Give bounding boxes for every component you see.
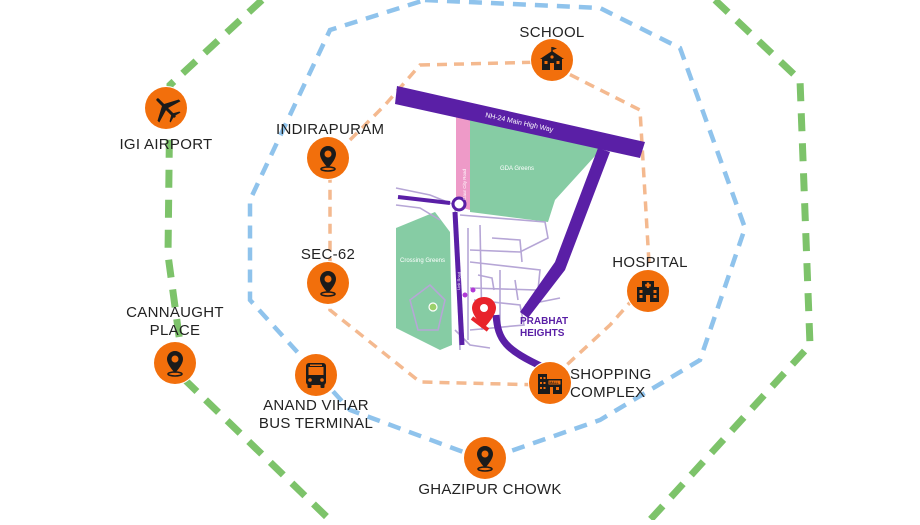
gda-greens-area — [470, 118, 605, 222]
crossing-greens-area — [396, 212, 452, 350]
green-spot — [428, 302, 438, 312]
crossing-republik-main-road — [520, 148, 610, 318]
outer-distance-ring-right — [647, 0, 814, 523]
gda-greens-label: GDA Greens — [500, 166, 534, 172]
project-name-line1: PRABHAT — [520, 316, 568, 327]
school-label: SCHOOL — [519, 24, 585, 41]
svg-text:MALL: MALL — [549, 381, 558, 385]
mall-icon: MALL — [529, 362, 571, 404]
lower-main-road — [492, 314, 547, 372]
shopping-complex-label: SHOPPING COMPLEX — [570, 366, 652, 401]
pink-road-label: Gaur City Road — [462, 168, 467, 200]
link-road — [452, 211, 465, 346]
roundabout — [451, 196, 467, 212]
anand-vihar-label: ANAND VIHAR BUS TERMINAL — [258, 397, 374, 432]
nh24-highway — [395, 86, 645, 158]
school-icon — [531, 39, 573, 81]
location-pin-icon — [307, 262, 349, 304]
project-name-line2: HEIGHTS — [520, 328, 565, 339]
outer-distance-ring — [164, 0, 333, 523]
hospital-label: HOSPITAL — [612, 254, 688, 271]
location-pin-icon — [464, 437, 506, 479]
bus-icon — [295, 354, 337, 396]
indirapuram-label: INDIRAPURAM — [276, 121, 385, 138]
link-road-label: Link Road — [456, 272, 462, 290]
airplane-icon — [145, 87, 187, 129]
location-pin-icon — [307, 137, 349, 179]
crossing-greens-label: Crossing Greens — [400, 258, 445, 264]
cannaught-place-label: CANNAUGHT PLACE — [126, 304, 224, 339]
site-map: NH-24 Main High Way GDA Greens Crossing … — [395, 86, 645, 372]
project-location-pin-icon — [470, 297, 496, 332]
middle-distance-ring — [247, 0, 748, 463]
igi-airport-label: IGI AIRPORT — [119, 136, 213, 153]
purple-dot — [470, 287, 476, 293]
pink-road — [456, 115, 470, 210]
sec-62-label: SEC-62 — [300, 246, 356, 263]
ghazipur-chowk-label: GHAZIPUR CHOWK — [418, 481, 562, 498]
purple-dot — [462, 292, 468, 298]
location-pin-icon — [154, 342, 196, 384]
hospital-icon — [627, 270, 669, 312]
